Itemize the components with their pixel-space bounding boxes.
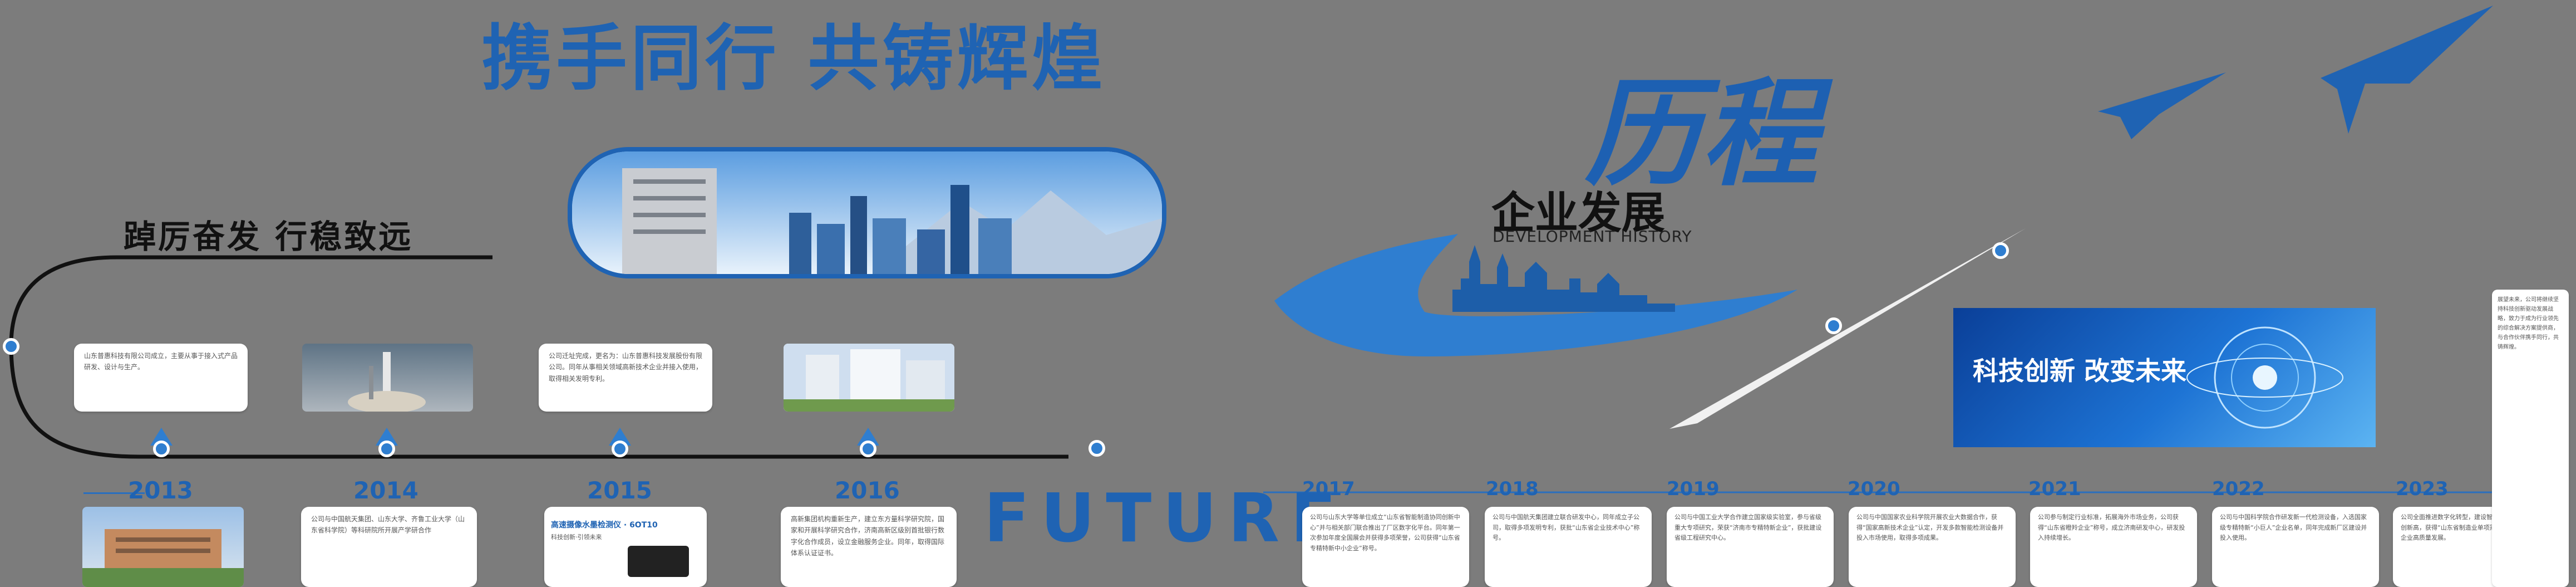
card-text: 公司与中国科学院合作研发新一代检测设备，入选国家级专精特新“小巨人”企业名单，同…	[2220, 513, 2367, 542]
product-subtitle: 科技创新·引领未来	[551, 534, 602, 541]
history-card-2022: 公司与中国科学院合作研发新一代检测设备，入选国家级专精特新“小巨人”企业名单，同…	[2212, 507, 2379, 587]
card-text: 公司与中国工业大学合作建立国家级实验室，参与省级重大专项研究，荣获“济南市专精特…	[1674, 513, 1822, 542]
history-card-2017: 公司与山东大学等单位成立“山东省智能制造协同创新中心”并与相关部门联合推出了厂区…	[1302, 507, 1469, 587]
history-card-2020: 公司与中国国家农业科学院开展农业大数据合作，获得“国家高新技术企业”认定，开发多…	[1849, 507, 2016, 587]
product-device-icon	[628, 546, 689, 577]
campus-illustration	[82, 529, 244, 587]
timeline-dot-future	[1088, 440, 1105, 457]
future-label: FUTURE	[984, 480, 1348, 557]
history-card-2016: 高新集团机构重新生产，建立东方量科学研究院，国家和开展科学研究合作，济南高新区级…	[781, 507, 957, 587]
rocket-illustration	[348, 352, 426, 412]
year-2016: 2016	[835, 477, 900, 504]
card-text: 高新集团机构重新生产，建立东方量科学研究院，国家和开展科学研究合作，济南高新区级…	[791, 515, 945, 557]
year-2013: 2013	[128, 477, 193, 504]
product-name: 高速摄像水墨检测仪 · 6OT10	[551, 521, 658, 530]
year-2023: 2023	[2396, 478, 2449, 500]
main-title: 携手同行 共铸辉煌	[481, 17, 1106, 100]
skyline-silhouette	[1452, 245, 1675, 312]
timeline-dot-2013	[153, 441, 170, 457]
city-skyline-photo	[568, 147, 1166, 278]
year-underline	[83, 492, 145, 494]
card-text: 公司参与制定行业标准，拓展海外市场业务，公司获得“山东省瞪羚企业”称号，成立济南…	[2038, 513, 2185, 542]
timeline-dot-2015	[612, 441, 628, 457]
year-2021: 2021	[2028, 478, 2081, 500]
swoosh-shape	[1274, 234, 1797, 356]
year-2020: 2020	[1848, 478, 1900, 500]
year-2017: 2017	[1302, 478, 1355, 500]
city-illustration	[572, 151, 1162, 274]
tech-panel	[1953, 308, 2376, 447]
history-card-2018: 公司与中国航天集团建立联合研发中心，同年成立子公司，取得多项发明专利，获批“山东…	[1485, 507, 1652, 587]
timeline-dot-2016	[860, 441, 876, 457]
card-text: 山东普惠科技有限公司成立，主要从事于接入式产品研发、设计与生产。	[84, 352, 238, 371]
company-building-photo	[784, 344, 954, 412]
card-text: 公司与中国航天集团、山东大学、齐鲁工业大学（山东省科学院）等科研院所开展产学研合…	[311, 515, 465, 535]
card-text: 展望未来，公司将继续坚持科技创新驱动发展战略，致力于成为行业领先的综合解决方案提…	[2498, 297, 2559, 350]
arrow-dot-1	[1825, 317, 1842, 334]
timeline-start-dot	[3, 338, 19, 355]
year-2014: 2014	[353, 477, 418, 504]
product-card: 高速摄像水墨检测仪 · 6OT10 科技创新·引领未来	[544, 507, 707, 587]
year-2019: 2019	[1667, 478, 1720, 500]
history-card-2014: 公司与中国航天集团、山东大学、齐鲁工业大学（山东省科学院）等科研院所开展产学研合…	[301, 507, 477, 587]
paper-plane-small	[2098, 72, 2226, 139]
rocket-launch-photo	[302, 344, 473, 412]
card-text: 公司与山东大学等单位成立“山东省智能制造协同创新中心”并与相关部门联合推出了厂区…	[1310, 513, 1460, 552]
history-card-2013: 山东普惠科技有限公司成立，主要从事于接入式产品研发、设计与生产。	[74, 344, 248, 412]
card-text: 公司迁址完成，更名为：山东普惠科技发展股份有限公司。同年从事相关领域高新技术企业…	[549, 352, 703, 383]
campus-photo	[82, 507, 244, 587]
tech-slogan: 科技创新 改变未来	[1973, 356, 2187, 386]
subtitle: 踔厉奋发 行稳致远	[124, 218, 413, 256]
building-illustration	[784, 344, 954, 412]
tech-globe-illustration	[2186, 326, 2343, 429]
history-card-2019: 公司与中国工业大学合作建立国家级实验室，参与省级重大专项研究，荣获“济南市专精特…	[1667, 507, 1834, 587]
year-2015: 2015	[587, 477, 652, 504]
timeline-dot-2014	[378, 441, 395, 457]
brand-title-en: DEVELOPMENT HISTORY	[1493, 227, 1692, 246]
year-2018: 2018	[1486, 478, 1539, 500]
paper-plane-large	[2321, 6, 2493, 134]
history-card-2021: 公司参与制定行业标准，拓展海外市场业务，公司获得“山东省瞪羚企业”称号，成立济南…	[2030, 507, 2197, 587]
arrow-dot-2	[1992, 242, 2009, 259]
card-text: 公司与中国国家农业科学院开展农业大数据合作，获得“国家高新技术企业”认定，开发多…	[1856, 513, 2004, 542]
vision-card: 展望未来，公司将继续坚持科技创新驱动发展战略，致力于成为行业领先的综合解决方案提…	[2492, 290, 2569, 587]
year-2022: 2022	[2212, 478, 2265, 500]
arrow-streak	[1669, 228, 2026, 429]
card-text: 公司与中国航天集团建立联合研发中心，同年成立子公司，取得多项发明专利，获批“山东…	[1493, 513, 1640, 542]
brand-title-cn: 企业发展	[1491, 188, 1666, 238]
history-card-2015: 公司迁址完成，更名为：山东普惠科技发展股份有限公司。同年从事相关领域高新技术企业…	[539, 344, 712, 412]
